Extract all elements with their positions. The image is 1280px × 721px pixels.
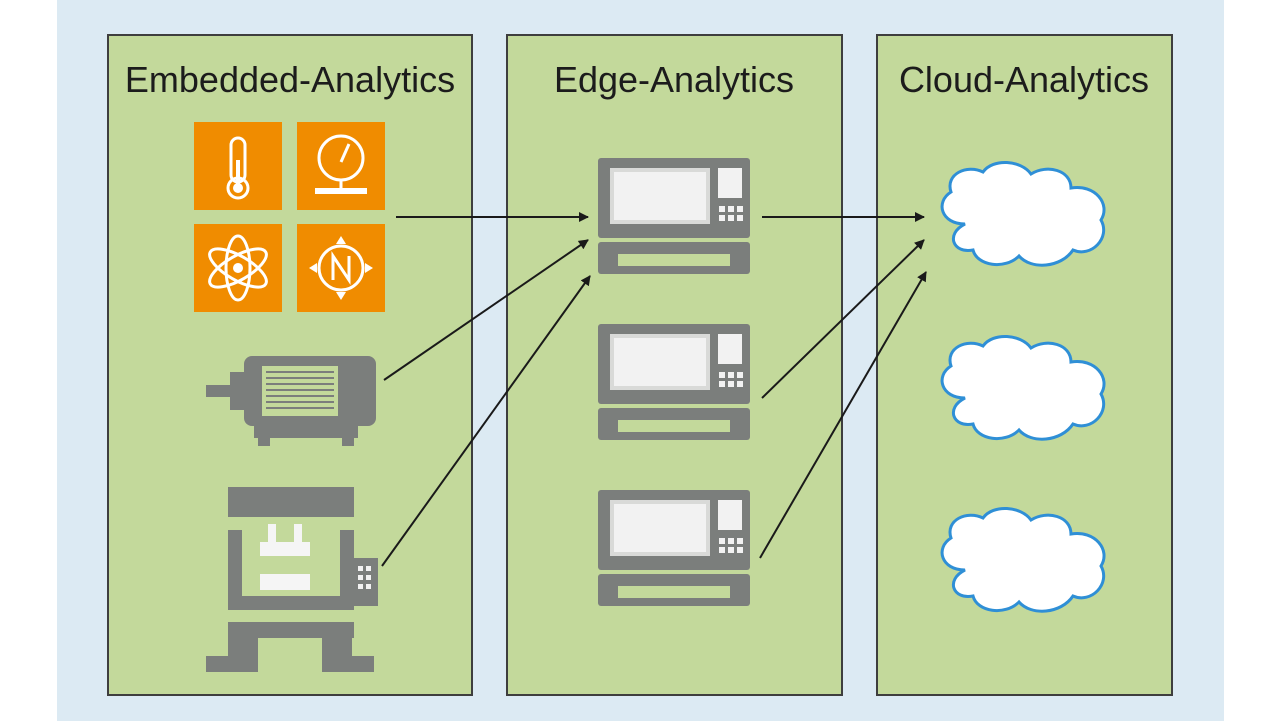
panel-title-edge: Edge-Analytics xyxy=(554,59,794,100)
thermometer-icon xyxy=(194,122,282,210)
compass-icon xyxy=(297,224,385,312)
arrow-edge3-to-cloud xyxy=(759,271,927,559)
atom-icon xyxy=(194,224,282,312)
edge-device-icon-2 xyxy=(598,324,750,440)
arrow-press-to-edge xyxy=(381,275,591,567)
panel-cloud-analytics: Cloud-Analytics xyxy=(876,34,1173,696)
edge-device-icon-1 xyxy=(598,158,750,274)
pressure-gauge-icon xyxy=(297,122,385,210)
panel-title-cloud: Cloud-Analytics xyxy=(899,59,1149,100)
press-machine-icon xyxy=(206,487,378,672)
electric-motor-icon xyxy=(206,356,376,446)
panel-title-embedded: Embedded-Analytics xyxy=(125,59,455,100)
arrow-motor-to-edge xyxy=(383,239,589,381)
edge-device-icon-3 xyxy=(598,490,750,606)
arrow-edge2-to-cloud xyxy=(761,239,925,399)
